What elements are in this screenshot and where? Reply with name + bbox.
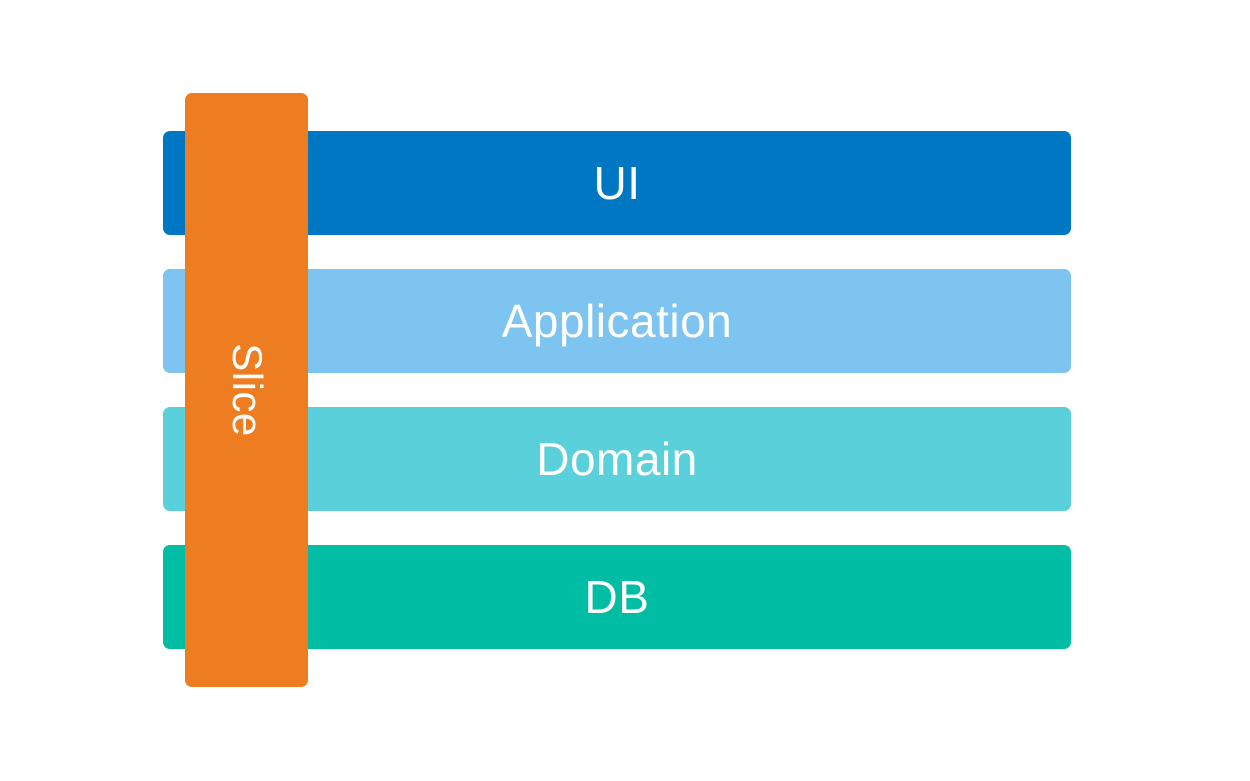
slice-label: Slice xyxy=(223,343,271,437)
layer-bar-ui: UI xyxy=(163,131,1071,235)
layer-label-ui: UI xyxy=(593,157,641,209)
layer-bar-domain: Domain xyxy=(163,407,1071,511)
layer-label-application: Application xyxy=(501,295,733,347)
layer-label-domain: Domain xyxy=(536,433,698,485)
layer-label-db: DB xyxy=(584,571,650,623)
layer-bar-application: Application xyxy=(163,269,1071,373)
slice-bar: Slice xyxy=(185,93,308,687)
layer-bar-db: DB xyxy=(163,545,1071,649)
